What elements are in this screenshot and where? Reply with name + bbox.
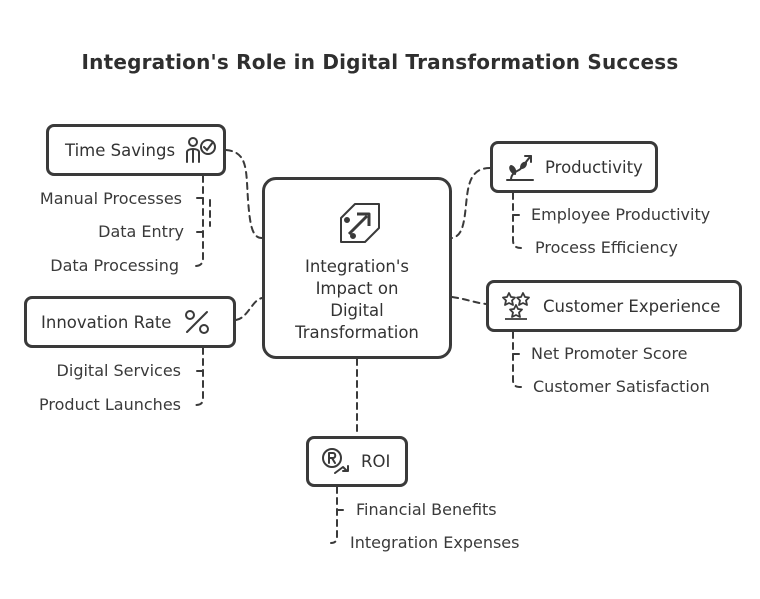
center-label-line-2: Impact on	[315, 279, 399, 298]
center-label-line-1: Integration's	[304, 257, 410, 276]
productivity-item-2: Process Efficiency	[535, 238, 678, 257]
node-time-savings-label: Time Savings	[65, 140, 176, 160]
node-roi-label: ROI	[361, 452, 391, 471]
time-savings-item-2: Data Entry	[98, 222, 184, 241]
bracket-customer-experience	[512, 331, 522, 388]
customer-experience-item-2: Customer Satisfaction	[533, 377, 710, 396]
node-customer-experience-label: Customer Experience	[543, 296, 721, 316]
bracket-productivity	[512, 192, 522, 249]
connector-innovation-rate	[235, 297, 263, 321]
person-check-icon	[186, 137, 217, 163]
connector-productivity	[451, 167, 491, 239]
node-time-savings: Time Savings	[46, 124, 226, 176]
integration-arrow-icon	[340, 203, 380, 243]
node-customer-experience: Customer Experience	[486, 280, 742, 332]
customer-experience-item-1: Net Promoter Score	[531, 344, 688, 363]
roi-item-2: Integration Expenses	[350, 533, 520, 552]
node-innovation-rate: Innovation Rate	[24, 296, 236, 348]
bracket-innovation-rate	[194, 347, 204, 406]
innovation-rate-item-1: Digital Services	[56, 361, 181, 380]
diagram-title: Integration's Role in Digital Transforma…	[81, 50, 679, 74]
productivity-item-1: Employee Productivity	[531, 205, 711, 224]
time-savings-item-3: Data Processing	[50, 256, 179, 275]
node-innovation-rate-label: Innovation Rate	[41, 312, 172, 332]
node-productivity-label: Productivity	[545, 157, 643, 177]
bracket-time-savings	[194, 175, 204, 267]
node-roi: ROI	[306, 436, 408, 487]
percent-icon	[185, 310, 210, 334]
time-savings-item-1: Manual Processes	[39, 189, 182, 208]
star-rating-icon	[502, 292, 530, 320]
center-node: Integration's Impact on Digital Transfor…	[262, 177, 452, 359]
innovation-rate-item-2: Product Launches	[39, 395, 181, 414]
center-label-line-3: Digital	[330, 301, 384, 320]
connector-time-savings	[225, 149, 263, 239]
center-label: Integration's Impact on Digital Transfor…	[265, 256, 449, 344]
center-label-line-4: Transformation	[295, 323, 419, 342]
roi-item-1: Financial Benefits	[356, 500, 497, 519]
node-productivity: Productivity	[490, 141, 658, 193]
connector-customer-experience	[451, 296, 487, 305]
registered-arrow-icon	[322, 447, 349, 474]
growth-plant-icon	[506, 155, 534, 181]
bracket-roi	[330, 486, 338, 544]
